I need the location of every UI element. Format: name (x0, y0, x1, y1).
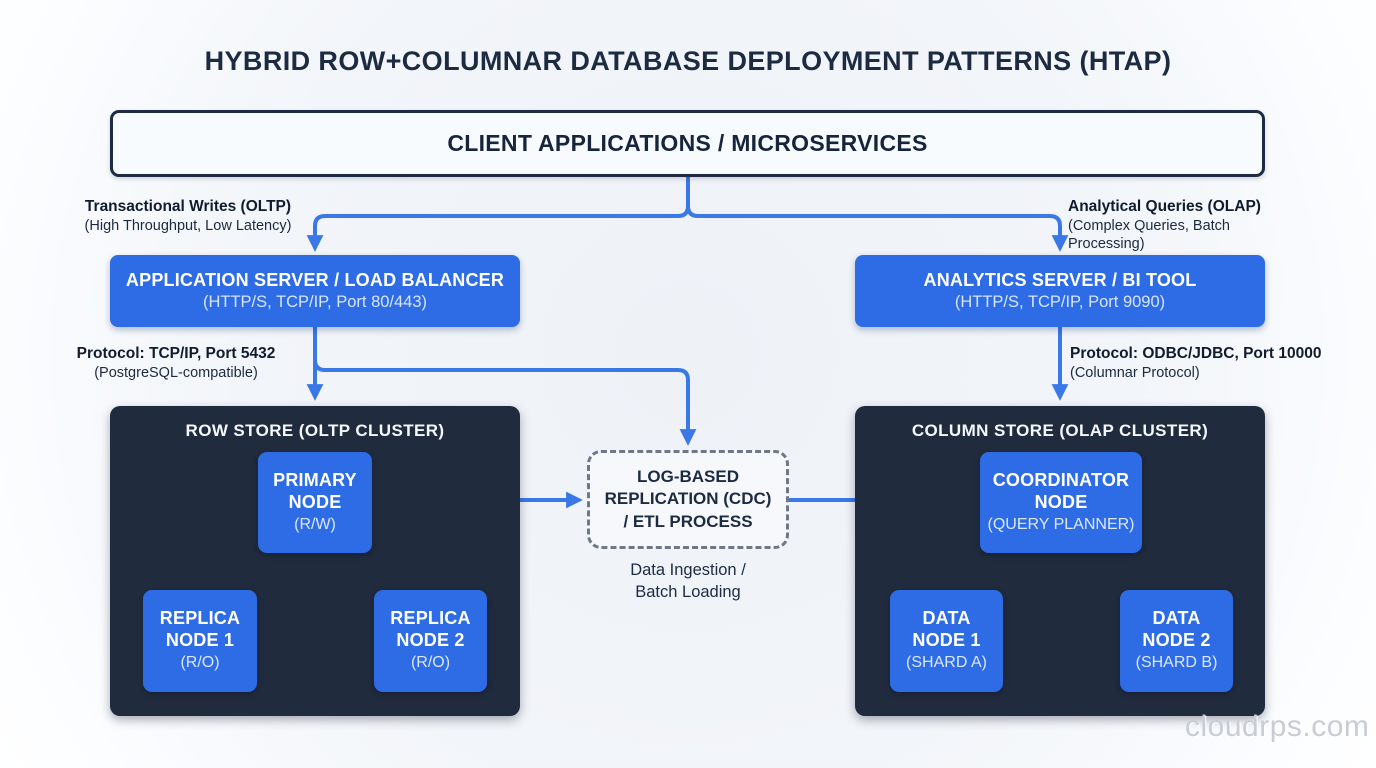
flow-label-olap-detail: (Complex Queries, Batch Processing) (1068, 217, 1230, 253)
cdc-caption: Data Ingestion / Batch Loading (563, 559, 813, 604)
primary-node-line2: NODE (288, 491, 342, 512)
replica-node2-line2: NODE 2 (396, 630, 465, 651)
watermark: cloudrps.com (1185, 710, 1370, 743)
replica-node1-line2: NODE 1 (165, 630, 235, 651)
data-node1-box: DATA NODE 1 (SHARD A) (890, 590, 1003, 692)
replica-node2-detail: (R/O) (410, 654, 451, 672)
analytics-server-subtitle: (HTTP/S, TCP/IP, Port 9090) (954, 292, 1166, 311)
analytics-server-box: ANALYTICS SERVER / BI TOOL (HTTP/S, TCP/… (855, 255, 1265, 327)
flow-label-oltp-title: Transactional Writes (OLTP) (84, 198, 292, 215)
cdc-line1: LOG-BASED (637, 467, 739, 487)
coordinator-node-box: COORDINATOR NODE (QUERY PLANNER) (980, 452, 1142, 553)
client-applications-box: CLIENT APPLICATIONS / MICROSERVICES (110, 110, 1265, 177)
arrow-client-to-app-server (306, 175, 690, 252)
row-store-title: ROW STORE (OLTP CLUSTER) (185, 421, 445, 440)
replica-node1-line1: REPLICA (159, 608, 241, 629)
data-node2-line2: NODE 2 (1142, 630, 1211, 651)
flow-label-oltp-protocol-detail: (PostgreSQL-compatible) (94, 364, 258, 381)
coordinator-node-detail: (QUERY PLANNER) (987, 515, 1135, 533)
analytics-server-title: ANALYTICS SERVER / BI TOOL (923, 270, 1197, 291)
primary-node-box: PRIMARY NODE (R/W) (258, 452, 372, 553)
app-server-subtitle: (HTTP/S, TCP/IP, Port 80/443) (202, 292, 428, 311)
data-node1-detail: (SHARD A) (906, 654, 987, 672)
data-node2-box: DATA NODE 2 (SHARD B) (1120, 590, 1233, 692)
flow-label-olap: Analytical Queries (OLAP) (Complex Queri… (1068, 197, 1308, 254)
page-title: HYBRID ROW+COLUMNAR DATABASE DEPLOYMENT … (204, 46, 1172, 76)
flow-label-olap-title: Analytical Queries (OLAP) (1068, 198, 1261, 215)
flow-label-olap-protocol: Protocol: ODBC/JDBC, Port 10000 (Columna… (1070, 344, 1330, 382)
replica-node2-box: REPLICA NODE 2 (R/O) (374, 590, 487, 692)
replica-node2-line1: REPLICA (390, 608, 471, 629)
app-server-box: APPLICATION SERVER / LOAD BALANCER (HTTP… (110, 255, 520, 327)
data-node2-detail: (SHARD B) (1135, 654, 1218, 672)
cdc-line2: REPLICATION (CDC) (604, 489, 772, 509)
flow-label-olap-protocol-detail: (Columnar Protocol) (1070, 364, 1200, 381)
primary-node-detail: (R/W) (294, 515, 336, 533)
arrow-client-to-analytics-server (686, 175, 1069, 252)
flow-label-oltp-detail: (High Throughput, Low Latency) (84, 217, 292, 234)
flow-label-oltp: Transactional Writes (OLTP) (High Throug… (82, 197, 294, 235)
app-server-title: APPLICATION SERVER / LOAD BALANCER (125, 270, 505, 291)
cdc-line3: / ETL PROCESS (623, 511, 753, 531)
data-node1-line1: DATA (922, 608, 971, 629)
flow-label-oltp-protocol: Protocol: TCP/IP, Port 5432 (PostgreSQL-… (70, 344, 282, 382)
cdc-caption-line2: Batch Loading (635, 583, 741, 602)
data-node2-line1: DATA (1152, 608, 1201, 629)
coordinator-node-line2: NODE (1034, 491, 1088, 512)
flow-label-olap-protocol-title: Protocol: ODBC/JDBC, Port 10000 (1070, 345, 1322, 362)
data-node1-line2: NODE 1 (912, 630, 981, 651)
replica-node1-detail: (R/O) (180, 654, 220, 672)
replication-cdc-box: LOG-BASED REPLICATION (CDC) / ETL PROCES… (587, 450, 789, 549)
primary-node-line1: PRIMARY (273, 469, 357, 490)
column-store-title: COLUMN STORE (OLAP CLUSTER) (911, 421, 1209, 440)
coordinator-node-line1: COORDINATOR (992, 469, 1130, 490)
client-applications-label: CLIENT APPLICATIONS / MICROSERVICES (447, 130, 928, 156)
flow-label-oltp-protocol-title: Protocol: TCP/IP, Port 5432 (76, 345, 276, 362)
replica-node1-box: REPLICA NODE 1 (R/O) (143, 590, 257, 692)
cdc-caption-line1: Data Ingestion / (630, 561, 746, 579)
